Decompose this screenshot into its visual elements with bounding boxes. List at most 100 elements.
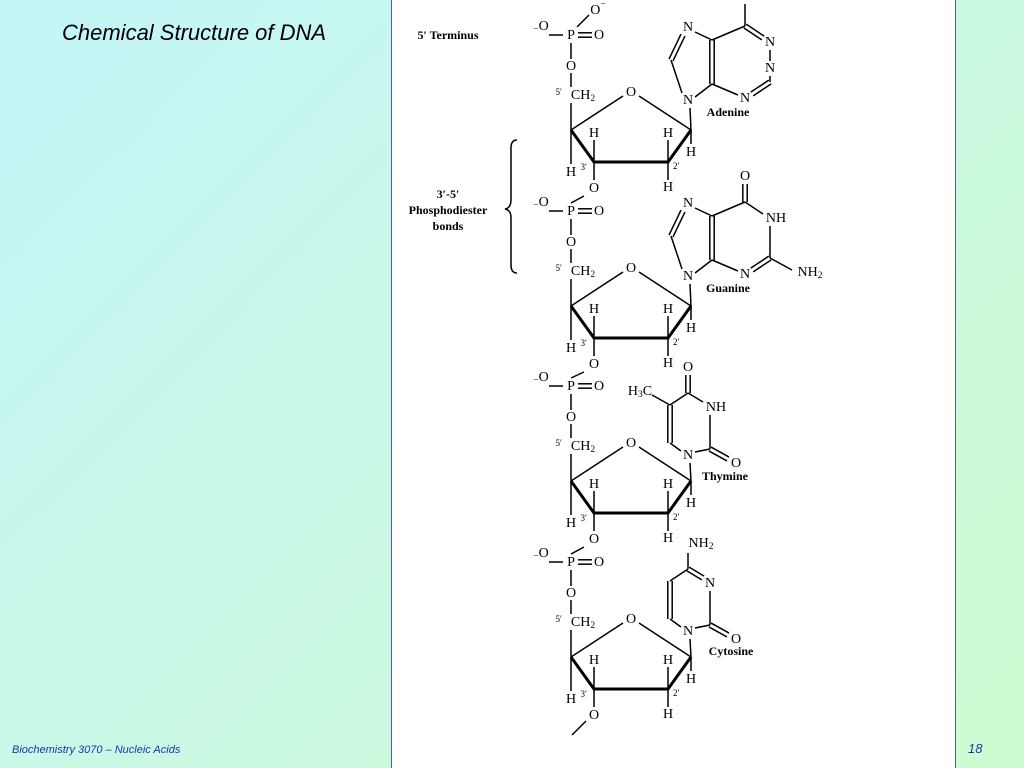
nitrogen-atom: N xyxy=(683,269,693,284)
p-o-bond xyxy=(576,14,590,28)
ring-bond xyxy=(694,207,713,217)
ring-bond xyxy=(711,25,746,41)
nitrogen-atom: N xyxy=(683,196,693,211)
carbonyl-double-bond xyxy=(708,450,728,462)
ring-bond xyxy=(744,201,764,215)
hydrogen-atom: H xyxy=(663,302,673,317)
glycosidic-bond xyxy=(689,638,692,658)
oxygen-anion: −O xyxy=(533,195,549,212)
terminal-oxygen-anion: O− xyxy=(590,0,606,18)
ring-bond xyxy=(638,271,692,307)
oxygen-anion: −O xyxy=(533,370,549,387)
c-nh2-bond xyxy=(769,257,793,271)
c5-prime-label: 5′ xyxy=(556,614,563,624)
ring-bond xyxy=(687,392,704,403)
oxygen-atom: O xyxy=(594,204,604,219)
oxygen-3-prime: O xyxy=(589,708,599,723)
hydrogen-atom: H xyxy=(566,692,576,707)
phosphorus-atom: P xyxy=(567,555,575,570)
ring-bond xyxy=(694,624,711,629)
oxygen-atom: O xyxy=(594,28,604,43)
hydrogen-atom: H xyxy=(663,356,673,371)
ring-oxygen: O xyxy=(626,261,636,276)
sugar-ring-front-edge xyxy=(569,656,693,691)
nitrogen-atom: N xyxy=(740,267,750,282)
ring-bond xyxy=(669,392,689,406)
ring-bond xyxy=(570,622,624,658)
ring-bond xyxy=(570,446,624,482)
glycosidic-bond xyxy=(689,283,692,307)
ring-bond xyxy=(670,235,683,270)
ring-bond xyxy=(694,259,713,274)
hydrogen-atom: H xyxy=(589,302,599,317)
ring-bond xyxy=(711,201,746,217)
c3-prime-label: 3′ xyxy=(581,513,588,523)
phosphodiester-bracket xyxy=(504,139,518,274)
carbonyl-double-bond xyxy=(710,622,730,634)
carbonyl-oxygen: O xyxy=(731,632,741,647)
hydrogen-atom: H xyxy=(589,126,599,141)
phosphodiester-link xyxy=(570,371,585,379)
oxygen-3-prime: O xyxy=(589,532,599,547)
ring-bond xyxy=(570,271,624,307)
ring-bond xyxy=(694,448,711,453)
phosphorus-atom: P xyxy=(567,204,575,219)
sugar-ring-front-edge xyxy=(569,305,693,340)
nitrogen-atom: N xyxy=(765,61,775,76)
c5-prime-label: 5′ xyxy=(556,263,563,273)
oxygen-anion: −O xyxy=(533,19,549,36)
carbonyl-double-bond xyxy=(708,626,728,638)
hydrogen-atom: H xyxy=(686,496,696,511)
c2-prime-label: 2′ xyxy=(673,161,680,171)
nitrogen-atom: N xyxy=(683,20,693,35)
oxygen-3-prime: O xyxy=(589,357,599,372)
ring-double-bond xyxy=(745,23,765,37)
amino-group: NH2 xyxy=(689,536,714,553)
ring-oxygen: O xyxy=(626,85,636,100)
hydrogen-atom: H xyxy=(686,321,696,336)
c3-prime-label: 3′ xyxy=(581,689,588,699)
base-label-guanine: Guanine xyxy=(706,281,751,295)
base-label-thymine: Thymine xyxy=(702,469,749,483)
glycosidic-bond xyxy=(689,462,692,482)
methyl-bond xyxy=(651,394,671,406)
phosphodiester-label-line: 3′-5′ xyxy=(437,187,460,201)
ring-bond xyxy=(694,83,713,98)
hydrogen-atom: H xyxy=(566,165,576,180)
nitrogen-atom: N xyxy=(683,93,693,108)
carbonyl-oxygen: O xyxy=(683,360,693,375)
ring-double-bond xyxy=(672,35,686,62)
hydrogen-atom: H xyxy=(663,126,673,141)
ring-bond xyxy=(670,59,683,94)
base-label-cytosine: Cytosine xyxy=(709,644,754,658)
phosphodiester-label-line: Phosphodiester xyxy=(409,203,488,217)
phosphodiester-label-line: bonds xyxy=(433,219,464,233)
nh-group: NH xyxy=(706,400,726,415)
ring-double-bond xyxy=(668,33,682,60)
ring-oxygen: O xyxy=(626,436,636,451)
carbonyl-oxygen: O xyxy=(731,456,741,471)
bridging-oxygen: O xyxy=(566,235,576,250)
page-number: 18 xyxy=(968,741,983,756)
chain-continuation xyxy=(571,720,587,736)
phosphorus-atom: P xyxy=(567,379,575,394)
hydrogen-atom: H xyxy=(663,653,673,668)
c2-prime-label: 2′ xyxy=(673,688,680,698)
hydrogen-atom: H xyxy=(589,653,599,668)
phosphodiester-link xyxy=(570,546,585,555)
c5-prime-label: 5′ xyxy=(556,87,563,97)
oxygen-3-prime: O xyxy=(589,181,599,196)
glycosidic-bond xyxy=(689,107,692,131)
ring-bond xyxy=(694,31,713,41)
footer-course-label: Biochemistry 3070 – Nucleic Acids xyxy=(12,744,181,756)
oxygen-atom: O xyxy=(594,555,604,570)
amino-group: NH2 xyxy=(798,265,823,282)
c3-prime-label: 3′ xyxy=(581,338,588,348)
ring-bond xyxy=(711,83,739,96)
ring-double-bond xyxy=(668,209,682,236)
oxygen-atom: O xyxy=(594,379,604,394)
slide-title: Chemical Structure of DNA xyxy=(62,20,327,45)
phosphodiester-link xyxy=(570,195,585,204)
sugar-ring-front-edge xyxy=(569,129,693,164)
